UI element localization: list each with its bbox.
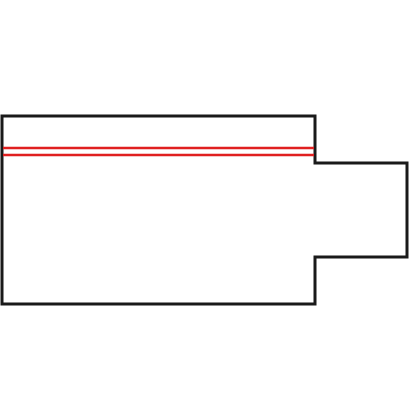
end-cap-outline — [0, 114, 409, 306]
